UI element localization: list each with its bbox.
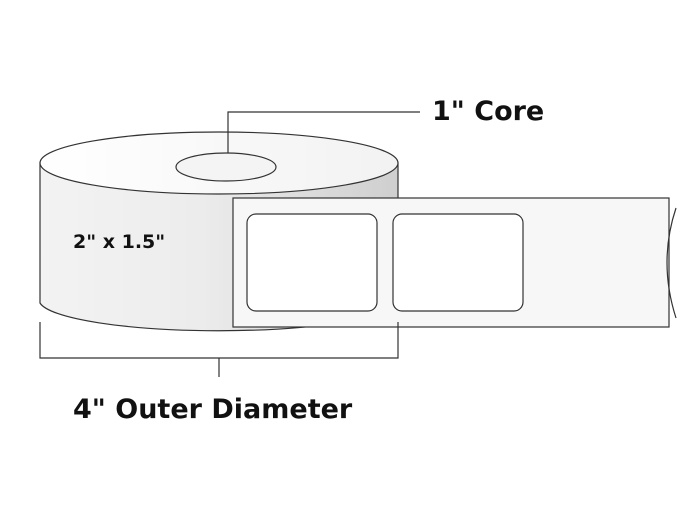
label-1 <box>246 213 378 312</box>
core-leader-line <box>227 111 420 153</box>
core-hole <box>175 152 277 182</box>
liner-curl <box>666 207 677 319</box>
label-2 <box>392 213 524 312</box>
core-label: 1" Core <box>432 96 544 127</box>
outer-diameter-label: 4" Outer Diameter <box>73 394 353 425</box>
label-size-text: 2" x 1.5" <box>73 231 165 253</box>
